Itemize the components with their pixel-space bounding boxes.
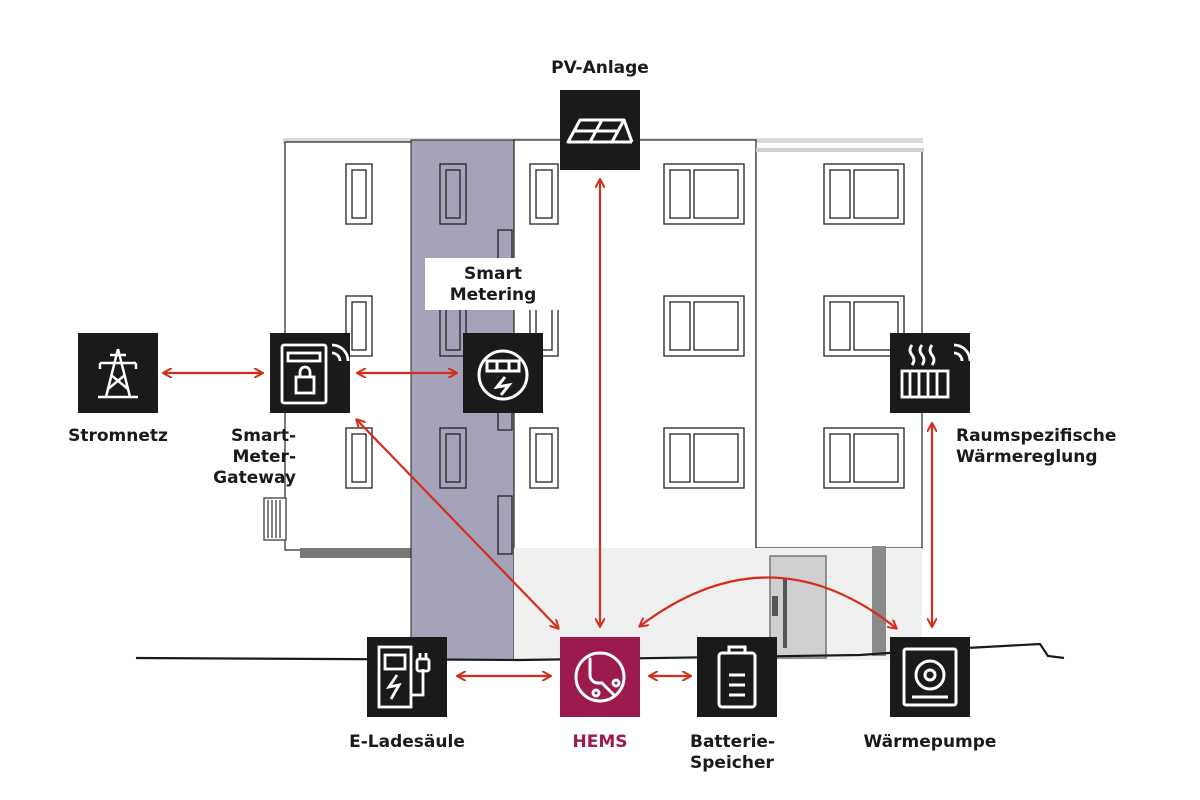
smart-metering-node [463,333,543,413]
hems-node [560,637,640,717]
heat-pump-icon [902,647,958,707]
arrow-gateway-hems [357,420,558,628]
charging-station-icon [377,645,431,709]
right-block-eave [756,148,924,152]
gateway-icon [280,343,350,405]
hems-label: HEMS [572,732,628,752]
smart-meter-icon [477,349,529,401]
smart-metering-label-bg [425,258,561,310]
solar-panel-icon [566,118,634,144]
power-pylon-icon [98,348,138,399]
door-handle [783,578,787,648]
windows-main-block [529,163,905,489]
ladesaeule-node [367,637,447,717]
radiator-icon [900,343,970,399]
waermepumpe-label: Wärmepumpe [863,732,997,752]
pv-node [560,90,640,170]
stromnetz-label: Stromnetz [68,426,168,446]
smart-metering-label: Smart Metering [449,264,537,305]
battery-icon [717,645,757,709]
stromnetz-node [78,333,158,413]
pv-label: PV-Anlage [551,58,649,78]
gateway-node [270,333,350,413]
raum-node [890,333,970,413]
arrow-hems-waermepumpe [640,576,896,628]
ladesaeule-label: E-Ladesäule [349,732,465,752]
entrance-door [769,555,827,659]
batterie-label: Batterie- Speicher [690,732,776,773]
door-hinge [772,596,778,616]
hems-icon [574,651,626,703]
batterie-node [697,637,777,717]
waermepumpe-node [890,637,970,717]
raum-label: Raumspezifische Wärmereglung [956,426,1117,467]
gateway-label: Smart- Meter- Gateway [213,426,296,488]
stairs [263,497,287,541]
